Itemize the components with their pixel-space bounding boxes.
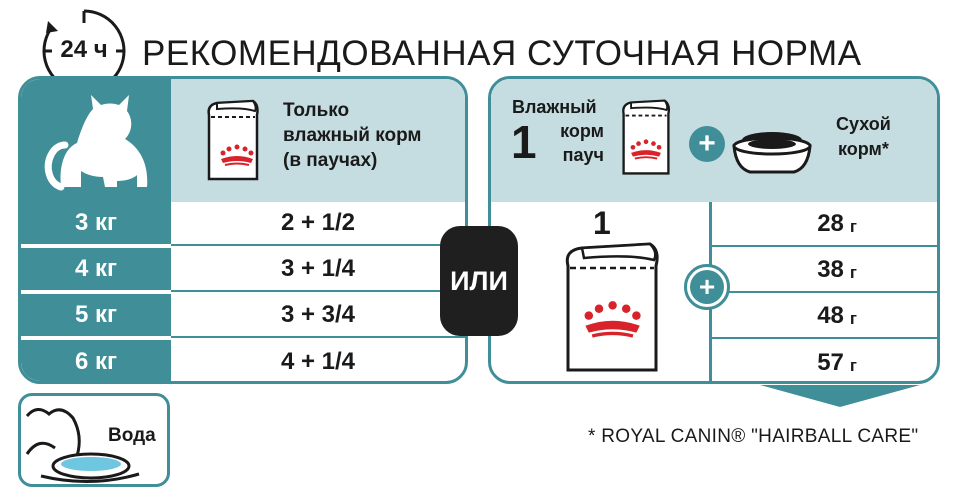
dry-unit: г	[849, 262, 857, 282]
dry-line: Сухой	[836, 114, 891, 134]
crown-logo-icon	[584, 301, 641, 338]
dry-unit: г	[849, 216, 857, 236]
water-bowl-icon	[25, 408, 140, 484]
weight-cell: 4 кг	[21, 248, 171, 292]
only-wet-line: (в паучах)	[283, 150, 378, 171]
table-row: 28 г	[712, 202, 937, 247]
only-wet-line: влажный корм	[283, 125, 422, 146]
weight-cell: 5 кг	[21, 294, 171, 338]
cat-icon	[44, 95, 148, 191]
wet-food-label-rest: корм пауч	[550, 119, 604, 167]
left-header-cell	[171, 79, 465, 202]
pouch-icon	[622, 99, 671, 175]
portion-cell: 3 + 3/4	[171, 294, 465, 338]
water-label: Вода	[108, 425, 156, 446]
portion-cell: 3 + 1/4	[171, 248, 465, 292]
footnote: * ROYAL CANIN® "HAIRBALL CARE"	[588, 426, 919, 447]
pouch-count: 1	[593, 205, 611, 241]
wet-count: 1	[511, 116, 537, 168]
crown-logo-icon	[630, 139, 662, 160]
dry-amount: 28	[817, 209, 844, 237]
portion-cell: 2 + 1/2	[171, 202, 465, 246]
dry-amount: 57	[817, 348, 844, 376]
dry-amount: 48	[817, 301, 844, 329]
wet-food-label: Влажный	[512, 95, 597, 119]
wet-line: Влажный	[512, 97, 597, 117]
pouch-icon	[207, 99, 259, 181]
table-row: 6 кг 4 + 1/4	[21, 340, 465, 381]
page-title: РЕКОМЕНДОВАННАЯ СУТОЧНАЯ НОРМА	[142, 34, 862, 73]
dry-line: корм*	[838, 139, 889, 159]
weight-cell: 3 кг	[21, 202, 171, 246]
cat-cell	[21, 79, 171, 202]
only-wet-label: Только влажный корм (в паучах)	[283, 98, 421, 173]
only-wet-line: Только	[283, 100, 350, 121]
bowl-icon	[732, 132, 812, 174]
table-row: 3 кг 2 + 1/2	[21, 202, 465, 247]
clock-label: 24 ч	[60, 36, 108, 63]
arrow-down-icon	[760, 385, 920, 407]
water-box	[18, 393, 170, 487]
dry-unit: г	[849, 355, 857, 375]
dry-food-label: Сухой корм*	[836, 112, 891, 162]
plus-icon: +	[684, 264, 730, 310]
table-row: 38 г	[712, 248, 937, 293]
plus-icon: +	[689, 126, 725, 162]
left-feeding-table: 3 кг 2 + 1/2 4 кг 3 + 1/4 5 кг 3 + 3/4 6…	[18, 76, 468, 384]
table-row: 4 кг 3 + 1/4	[21, 248, 465, 293]
wet-line: корм	[560, 121, 604, 141]
table-row: 57 г	[712, 340, 937, 381]
table-row: 48 г	[712, 294, 937, 339]
crown-logo-icon	[220, 144, 254, 166]
weight-cell: 6 кг	[21, 340, 171, 381]
wet-line: пауч	[562, 145, 604, 165]
pouch-icon	[565, 242, 659, 372]
dry-unit: г	[849, 308, 857, 328]
or-badge: ИЛИ	[440, 226, 518, 336]
dry-amount: 38	[817, 255, 844, 283]
table-row: 5 кг 3 + 3/4	[21, 294, 465, 339]
portion-cell: 4 + 1/4	[280, 348, 356, 375]
